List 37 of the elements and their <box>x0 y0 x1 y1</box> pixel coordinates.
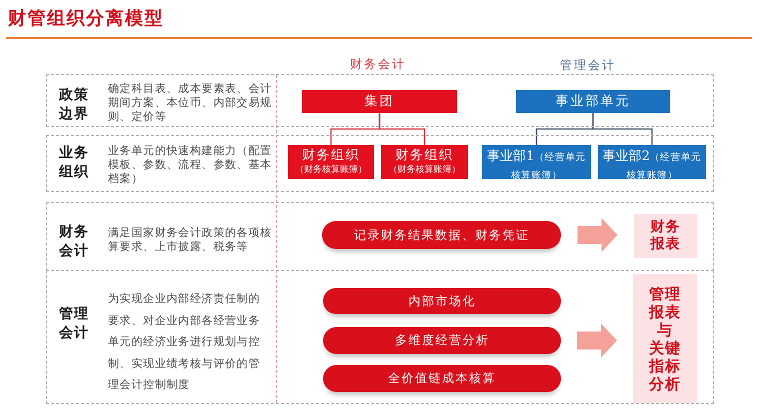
row-band <box>46 74 714 127</box>
column-heading: 财务会计 <box>349 56 407 72</box>
org-name: 财务组织 <box>394 148 454 164</box>
connector-line <box>378 113 426 145</box>
connector-line <box>592 113 653 145</box>
org-name: 财务组织 <box>301 148 361 164</box>
row-description: 为实现企业内部经济责任制的要求、对企业内部各经营业务单元的经济业务进行规划与控制、实现业绩考核与评价的管理会计控制制度 <box>108 291 262 393</box>
report-title: 财务报表 <box>650 219 681 253</box>
org-note: （财务核算账簿） <box>294 164 368 177</box>
process-pill: 全价值链成本核算 <box>323 365 561 392</box>
block-arrow <box>577 324 617 358</box>
row-band <box>46 270 714 404</box>
row-description: 确定科目表、成本要素表、会计期间方案、本位币、内部交易规则、定价等 <box>108 82 273 124</box>
row-description: 业务单元的快速构建能力（配置模板、参数、流程、参数、基本档案） <box>108 144 273 186</box>
report-box <box>634 214 697 258</box>
process-pill: 记录财务结果数据、财务凭证 <box>322 221 561 249</box>
report-title: 与 <box>656 320 674 338</box>
org-box <box>288 145 374 179</box>
process-pill: 多维度经营分析 <box>323 327 561 354</box>
row-heading: 业务组织 <box>59 144 90 182</box>
row-heading: 财务会计 <box>59 223 90 261</box>
report-title: 关键指标分析 <box>648 338 682 392</box>
row-band <box>46 135 714 192</box>
column-heading: 管理会计 <box>559 57 617 73</box>
page-title: 财管组织分离模型 <box>8 7 164 31</box>
org-box <box>381 145 468 179</box>
row-heading: 管理会计 <box>59 305 90 343</box>
org-note: （财务核算账簿） <box>388 164 462 177</box>
row-heading: 政策边界 <box>59 86 90 124</box>
row-band <box>46 202 714 271</box>
report-box <box>633 274 697 403</box>
report-title: 管理报表 <box>648 284 682 320</box>
row-description: 满足国家财务会计政策的各项核算要求、上市披露、税务等 <box>108 226 273 254</box>
unit-box: 事业部单元 <box>516 90 670 113</box>
block-arrow <box>578 218 618 252</box>
process-pill: 内部市场化 <box>323 288 561 314</box>
group-box: 集团 <box>302 90 457 113</box>
